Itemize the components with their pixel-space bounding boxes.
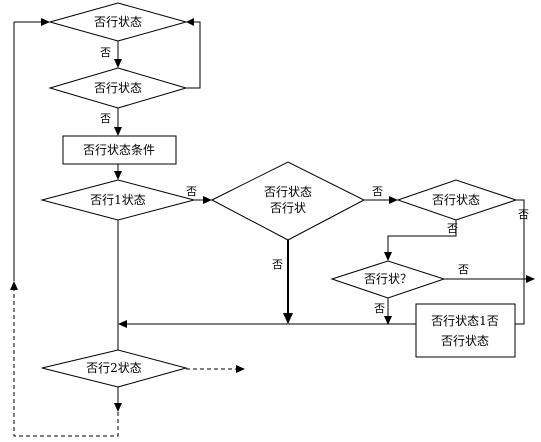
decision-4: 否行状态 否行状 <box>210 161 366 241</box>
process-box-1-label: 否行状态条件 <box>83 143 155 157</box>
decision-1-label: 否行状态 <box>94 15 142 29</box>
arrowhead-feedback-up <box>10 281 18 290</box>
edge-d5-d6 <box>387 220 457 252</box>
label-d5-no-right: 否 <box>518 208 529 221</box>
edge-d5-right <box>515 199 525 325</box>
label-d6-no-down: 否 <box>374 302 385 315</box>
decision-3: 否行1状态 <box>40 179 196 221</box>
arrowhead-d7-right <box>236 365 245 373</box>
arrowhead-d4-d5 <box>389 196 398 204</box>
arrowhead-d6-right <box>526 275 535 283</box>
arrowhead-merge-left <box>118 320 127 328</box>
decision-5: 否行状态 <box>396 179 518 221</box>
arrowhead-d7-down <box>114 403 122 412</box>
label-d6-no-right: 否 <box>458 263 469 276</box>
label-d2-no: 否 <box>100 112 111 125</box>
arrowhead-d2-box1 <box>114 127 122 136</box>
arrowhead-feedback-d1 <box>41 18 50 26</box>
arrowhead-d4-down <box>283 313 293 324</box>
decision-6-label: 否行状？ <box>364 272 412 286</box>
decision-2: 否行状态 <box>48 67 188 109</box>
process-box-2-label-2: 否行状态 <box>441 334 489 348</box>
decision-2-label: 否行状态 <box>94 81 142 95</box>
process-box-2: 否行状态1否 否行状态 <box>415 303 516 358</box>
label-d3-no: 否 <box>186 185 197 198</box>
decision-7-label: 否行2状态 <box>86 361 142 375</box>
label-d1-no: 否 <box>100 46 111 59</box>
arrowhead-d2-loop-d1 <box>186 18 194 26</box>
decision-1: 否行状态 <box>48 2 188 42</box>
process-box-2-label-1: 否行状态1否 <box>431 314 499 328</box>
decision-4-label-1: 否行状态 <box>264 185 312 199</box>
arrowhead-box1-d3 <box>114 171 122 180</box>
arrowhead-d5-d6 <box>384 252 392 261</box>
arrowhead-d1-d2 <box>114 59 122 68</box>
decision-4-label-2: 否行状 <box>270 201 306 215</box>
label-d4-no-right: 否 <box>372 185 383 198</box>
decision-3-label: 否行1状态 <box>90 193 146 207</box>
label-d4-no-down: 否 <box>272 258 283 271</box>
edge-d2-loop-d1 <box>186 21 201 89</box>
arrowhead-d3-d4 <box>203 196 212 204</box>
process-box-1: 否行状态条件 <box>62 135 177 165</box>
decision-7: 否行2状态 <box>41 349 188 388</box>
label-d5-no-down: 否 <box>447 222 458 235</box>
decision-5-label: 否行状态 <box>432 193 480 207</box>
arrowhead-d6-down <box>384 316 392 325</box>
decision-6: 否行状？ <box>330 260 446 299</box>
